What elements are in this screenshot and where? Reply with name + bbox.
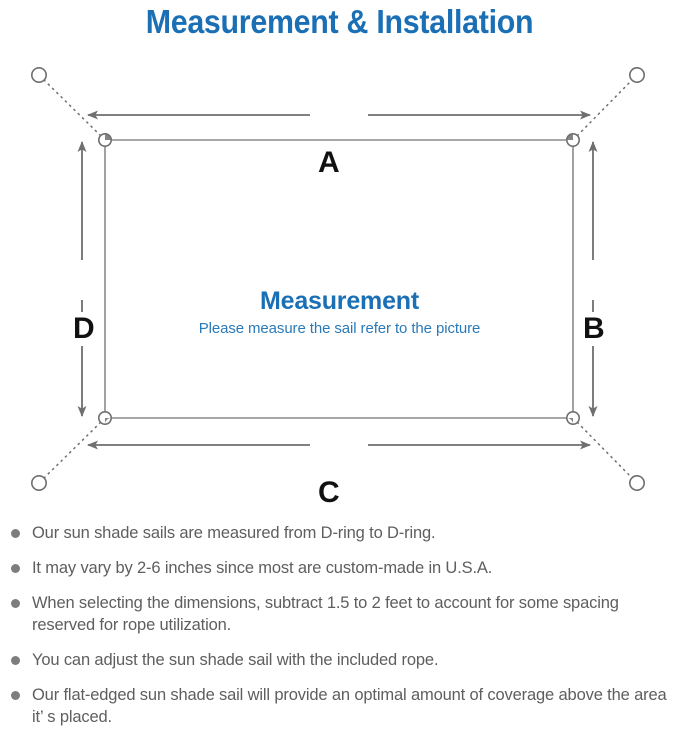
note-text: Our flat-edged sun shade sail will provi…: [32, 686, 667, 726]
anchor-point-bottom-right: [576, 421, 645, 491]
dimension-label-c: C: [311, 476, 347, 510]
note-text: Our sun shade sails are measured from D-…: [32, 524, 436, 542]
bullet-icon: [11, 656, 20, 665]
bullet-icon: [11, 564, 20, 573]
anchor-point-top-right: [576, 66, 645, 137]
bullet-icon: [11, 529, 20, 538]
anchor-point-bottom-left: [30, 421, 102, 491]
d-ring-top-left: [98, 133, 113, 148]
d-ring-top-right: [565, 133, 580, 148]
d-ring-bottom-right: [565, 410, 580, 425]
d-ring-bottom-left: [98, 410, 113, 425]
notes-list: Our sun shade sails are measured from D-…: [0, 522, 679, 741]
note-text: You can adjust the sun shade sail with t…: [32, 651, 439, 669]
list-item: Our sun shade sails are measured from D-…: [0, 522, 679, 544]
note-text: It may vary by 2-6 inches since most are…: [32, 559, 493, 577]
anchor-point-top-left: [30, 66, 102, 137]
list-item: When selecting the dimensions, subtract …: [0, 592, 679, 636]
page-title: Measurement & Installation: [145, 3, 534, 40]
dimension-label-a: A: [311, 146, 347, 180]
bullet-icon: [11, 691, 20, 700]
list-item: Our flat-edged sun shade sail will provi…: [0, 684, 679, 728]
bullet-icon: [11, 599, 20, 608]
sail-measurement-diagram: A B C D Measurement Please measure the s…: [0, 48, 679, 518]
dimension-label-b: B: [576, 312, 612, 346]
sail-outline: [104, 139, 574, 419]
list-item: It may vary by 2-6 inches since most are…: [0, 557, 679, 579]
dimension-label-d: D: [66, 312, 102, 346]
list-item: You can adjust the sun shade sail with t…: [0, 649, 679, 671]
note-text: When selecting the dimensions, subtract …: [32, 594, 619, 634]
